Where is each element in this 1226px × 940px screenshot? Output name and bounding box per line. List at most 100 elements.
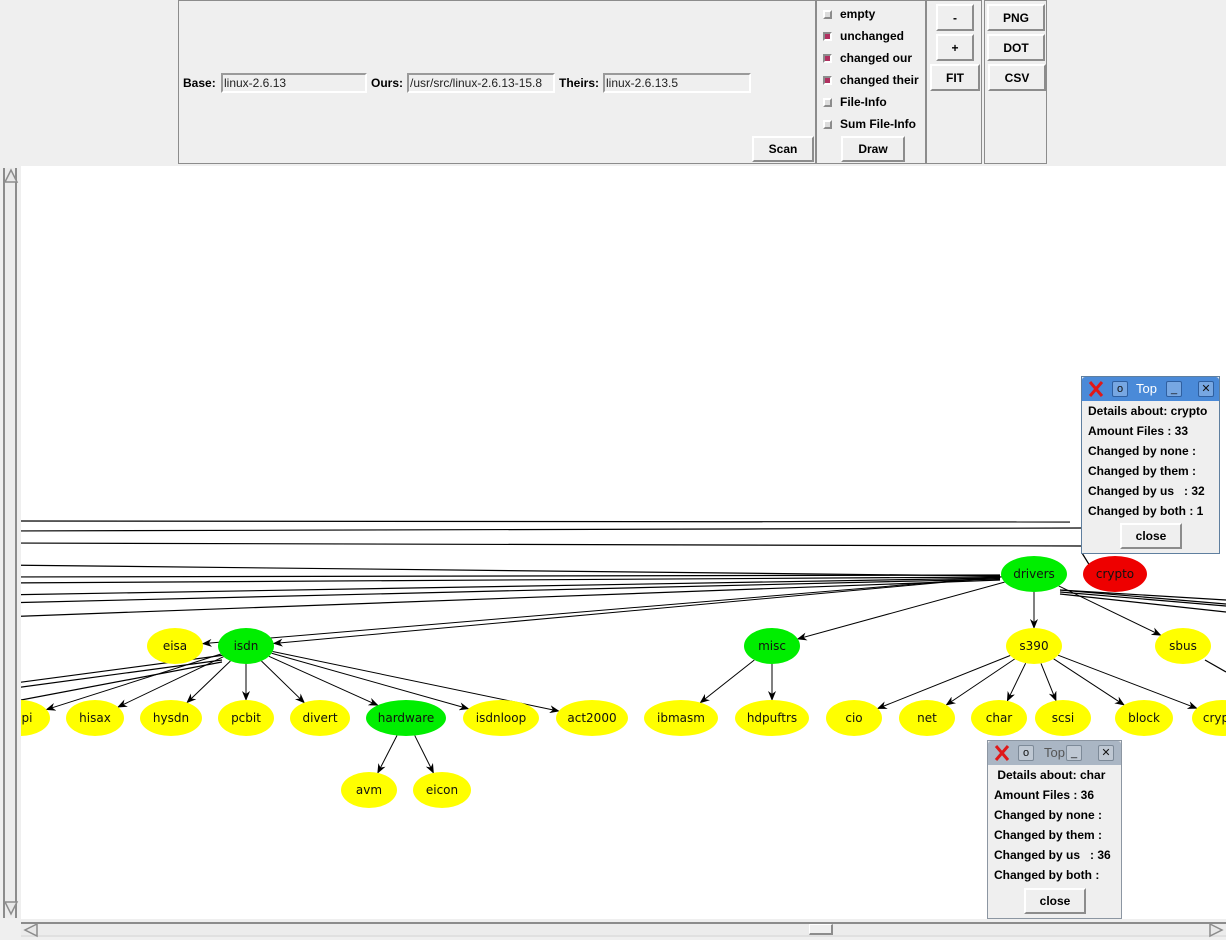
- node-shape[interactable]: [463, 700, 539, 736]
- filter-unchanged-checkbox[interactable]: unchanged: [823, 29, 904, 43]
- filter-empty-checkbox[interactable]: empty: [823, 7, 875, 21]
- export-dot-button[interactable]: DOT: [987, 34, 1045, 61]
- node-avm[interactable]: avm: [341, 772, 397, 808]
- filter-sum-file-info-checkbox[interactable]: Sum File-Info: [823, 117, 916, 131]
- node-shape[interactable]: [744, 628, 800, 664]
- filter-changed-their-checkbox[interactable]: changed their: [823, 73, 919, 87]
- node-eicon[interactable]: eicon: [413, 772, 471, 808]
- node-drivers[interactable]: drivers: [1001, 556, 1067, 592]
- checkbox-indicator[interactable]: [823, 97, 832, 107]
- checkbox-indicator[interactable]: [823, 53, 832, 63]
- filter-file-info-checkbox[interactable]: File-Info: [823, 95, 887, 109]
- horizontal-scroll-thumb[interactable]: [809, 924, 833, 935]
- node-shape[interactable]: [1001, 556, 1067, 592]
- vertical-scroll-track[interactable]: [3, 168, 17, 918]
- node-isdn[interactable]: isdn: [218, 628, 274, 664]
- export-csv-button[interactable]: CSV: [988, 64, 1046, 91]
- edge-s390-char: [1006, 662, 1027, 702]
- node-scsi[interactable]: scsi: [1035, 700, 1091, 736]
- node-hysdn[interactable]: hysdn: [140, 700, 202, 736]
- node-shape[interactable]: [1192, 700, 1226, 736]
- fit-button[interactable]: FIT: [930, 64, 980, 91]
- minimize-icon[interactable]: _: [1166, 381, 1182, 397]
- edge-isdn-hisax: [117, 656, 224, 708]
- checkbox-indicator[interactable]: [823, 119, 832, 129]
- node-hdpuftrs[interactable]: hdpuftrs: [735, 700, 809, 736]
- zoom-out-button[interactable]: -: [936, 4, 974, 31]
- node-cio[interactable]: cio: [826, 700, 882, 736]
- close-icon[interactable]: ✕: [1098, 745, 1114, 761]
- node-shape[interactable]: [971, 700, 1027, 736]
- popup-line: Changed by them :: [994, 828, 1103, 842]
- scan-button[interactable]: Scan: [752, 136, 814, 162]
- node-shape[interactable]: [147, 628, 203, 664]
- node-crypto_top[interactable]: crypto: [1083, 556, 1147, 592]
- node-net[interactable]: net: [899, 700, 955, 736]
- node-shape[interactable]: [1115, 700, 1173, 736]
- filter-changed-our-checkbox[interactable]: changed our: [823, 51, 912, 65]
- close-icon[interactable]: ✕: [1198, 381, 1214, 397]
- node-shape[interactable]: [826, 700, 882, 736]
- node-shape[interactable]: [1006, 628, 1062, 664]
- node-shape[interactable]: [1155, 628, 1211, 664]
- theirs-input[interactable]: linux-2.6.13.5: [603, 73, 751, 93]
- node-shape[interactable]: [366, 700, 446, 736]
- node-label: hdpuftrs: [747, 711, 797, 725]
- checkbox-indicator[interactable]: [823, 9, 832, 19]
- node-label: cio: [845, 711, 862, 725]
- node-capi[interactable]: capi: [21, 700, 50, 736]
- node-divert[interactable]: divert: [290, 700, 350, 736]
- node-shape[interactable]: [1083, 556, 1147, 592]
- node-block[interactable]: block: [1115, 700, 1173, 736]
- popup-close-button[interactable]: close: [1120, 523, 1182, 549]
- background-edge: [1059, 593, 1226, 613]
- popup-titlebar[interactable]: o Top _ ✕: [1082, 377, 1219, 401]
- checkbox-indicator[interactable]: [823, 31, 832, 41]
- node-pcbit[interactable]: pcbit: [218, 700, 274, 736]
- node-s390[interactable]: s390: [1006, 628, 1062, 664]
- node-shape[interactable]: [899, 700, 955, 736]
- horizontal-scrollbar[interactable]: [21, 920, 1226, 940]
- popup-close-button[interactable]: close: [1024, 888, 1086, 914]
- popup-menu-icon[interactable]: o: [1112, 381, 1128, 397]
- node-shape[interactable]: [218, 700, 274, 736]
- node-hardware[interactable]: hardware: [366, 700, 446, 736]
- popup-menu-icon[interactable]: o: [1018, 745, 1034, 761]
- popup-titlebar[interactable]: o Top _ ✕: [988, 741, 1121, 765]
- node-shape[interactable]: [21, 700, 50, 736]
- ours-input[interactable]: /usr/src/linux-2.6.13-15.8: [407, 73, 555, 93]
- node-ibmasm[interactable]: ibmasm: [644, 700, 718, 736]
- horizontal-scroll-track[interactable]: [21, 922, 1226, 937]
- node-shape[interactable]: [218, 628, 274, 664]
- base-input[interactable]: linux-2.6.13: [221, 73, 367, 93]
- zoom-in-button[interactable]: +: [936, 34, 974, 61]
- vertical-scroll-arrows[interactable]: [0, 166, 21, 920]
- node-isdnloop[interactable]: isdnloop: [463, 700, 539, 736]
- node-shape[interactable]: [735, 700, 809, 736]
- node-shape[interactable]: [644, 700, 718, 736]
- node-act2000[interactable]: act2000: [556, 700, 628, 736]
- node-shape[interactable]: [341, 772, 397, 808]
- background-edge: [1059, 589, 1226, 601]
- node-shape[interactable]: [290, 700, 350, 736]
- node-char[interactable]: char: [971, 700, 1027, 736]
- minimize-icon[interactable]: _: [1066, 745, 1082, 761]
- node-hisax[interactable]: hisax: [66, 700, 124, 736]
- node-shape[interactable]: [140, 700, 202, 736]
- node-crypto_s390[interactable]: crypto: [1192, 700, 1226, 736]
- ours-label: Ours:: [371, 76, 404, 90]
- export-png-button[interactable]: PNG: [987, 4, 1045, 31]
- horizontal-scroll-arrows[interactable]: [21, 920, 1226, 940]
- checkbox-indicator[interactable]: [823, 75, 832, 85]
- node-shape[interactable]: [556, 700, 628, 736]
- node-shape[interactable]: [1035, 700, 1091, 736]
- node-eisa[interactable]: eisa: [147, 628, 203, 664]
- node-sbus[interactable]: sbus: [1155, 628, 1211, 664]
- background-edge: [21, 579, 1001, 617]
- node-misc[interactable]: misc: [744, 628, 800, 664]
- node-shape[interactable]: [413, 772, 471, 808]
- edge-isdn-capi: [45, 653, 222, 711]
- node-shape[interactable]: [66, 700, 124, 736]
- draw-button[interactable]: Draw: [841, 136, 905, 162]
- vertical-scrollbar[interactable]: [0, 166, 21, 920]
